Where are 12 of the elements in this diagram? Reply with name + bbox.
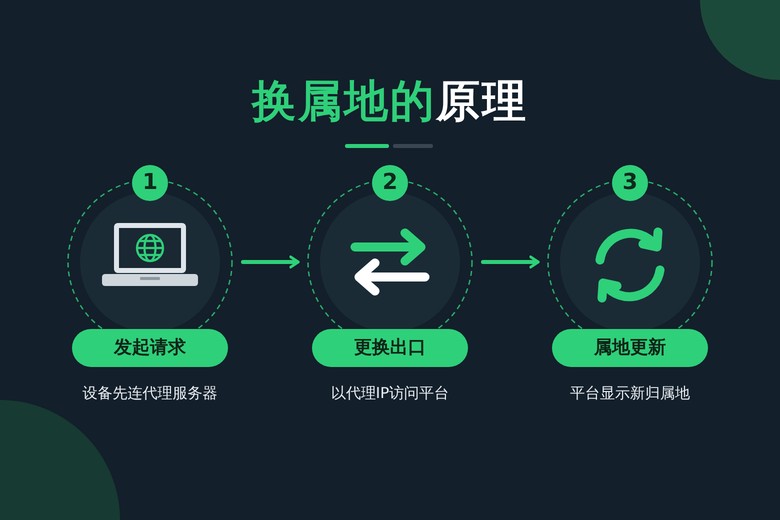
arrow <box>481 255 540 269</box>
arrow <box>241 255 300 269</box>
title: 换属地的原理 <box>250 75 529 129</box>
step-caption: 设备先连代理服务器 <box>82 384 218 403</box>
step-label: 发起请求 <box>72 329 228 367</box>
step-number: 3 <box>612 165 648 201</box>
step-label: 更换出口 <box>312 329 468 367</box>
step-number: 2 <box>372 165 408 201</box>
step-caption: 平台显示新归属地 <box>569 384 691 403</box>
step-label: 属地更新 <box>552 329 708 367</box>
step-number: 1 <box>132 165 168 201</box>
step-caption: 以代理IP访问平台 <box>330 384 450 403</box>
